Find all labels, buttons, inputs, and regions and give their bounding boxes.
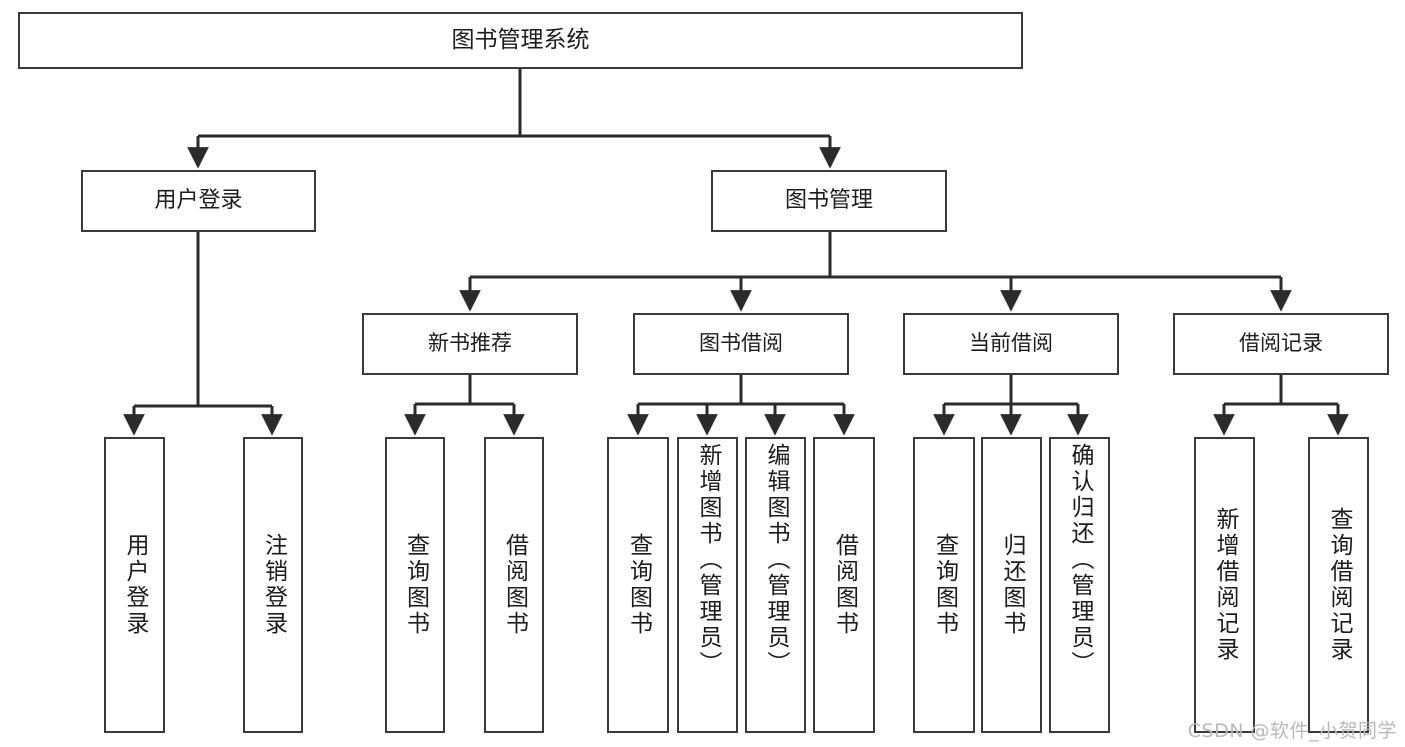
node-book-management-label: 图书管理 — [784, 187, 873, 213]
leaf-book-borrow-borrow[interactable]: 借阅图书 — [813, 437, 875, 733]
node-new-book-recommend[interactable]: 新书推荐 — [362, 313, 578, 375]
watermark-text: CSDN @软件_小贺同学 — [1187, 720, 1397, 742]
leaf-borrow-record-query-label: 查询借阅记录 — [1326, 507, 1352, 663]
leaf-book-borrow-edit[interactable]: 编辑图书（管理员） — [745, 437, 806, 733]
node-borrow-record-label: 借阅记录 — [1239, 331, 1323, 356]
leaf-borrow-record-add[interactable]: 新增借阅记录 — [1194, 437, 1255, 733]
node-user-login[interactable]: 用户登录 — [81, 170, 316, 232]
leaf-current-borrow-return[interactable]: 归还图书 — [981, 437, 1042, 733]
node-book-management[interactable]: 图书管理 — [711, 170, 947, 232]
node-new-book-recommend-label: 新书推荐 — [428, 331, 512, 356]
leaf-new-book-borrow[interactable]: 借阅图书 — [484, 437, 544, 733]
leaf-current-borrow-query[interactable]: 查询图书 — [913, 437, 975, 733]
leaf-book-borrow-add-label: 新增图书（管理员） — [695, 443, 721, 677]
leaf-book-borrow-borrow-label: 借阅图书 — [831, 533, 858, 637]
leaf-book-borrow-add[interactable]: 新增图书（管理员） — [677, 437, 738, 733]
leaf-book-borrow-edit-label: 编辑图书（管理员） — [763, 443, 789, 677]
leaf-user-login-login-label: 用户登录 — [122, 533, 148, 637]
leaf-current-borrow-return-label: 归还图书 — [999, 533, 1025, 637]
node-book-borrow-label: 图书借阅 — [699, 331, 783, 356]
leaf-book-borrow-query-label: 查询图书 — [625, 533, 652, 637]
node-book-borrow[interactable]: 图书借阅 — [633, 313, 849, 375]
leaf-new-book-query-label: 查询图书 — [402, 533, 429, 637]
leaf-user-login-logout[interactable]: 注销登录 — [243, 437, 303, 733]
node-user-login-label: 用户登录 — [154, 187, 243, 213]
node-current-borrow-label: 当前借阅 — [969, 331, 1053, 356]
leaf-user-login-login[interactable]: 用户登录 — [104, 437, 165, 733]
leaf-borrow-record-query[interactable]: 查询借阅记录 — [1308, 437, 1369, 733]
node-borrow-record[interactable]: 借阅记录 — [1173, 313, 1389, 375]
node-root-label: 图书管理系统 — [451, 26, 590, 53]
leaf-current-borrow-confirm-label: 确认归还（管理员） — [1067, 443, 1093, 677]
leaf-current-borrow-confirm[interactable]: 确认归还（管理员） — [1049, 437, 1110, 733]
leaf-current-borrow-query-label: 查询图书 — [931, 533, 958, 637]
leaf-user-login-logout-label: 注销登录 — [260, 533, 287, 637]
node-current-borrow[interactable]: 当前借阅 — [903, 313, 1119, 375]
leaf-book-borrow-query[interactable]: 查询图书 — [607, 437, 669, 733]
leaf-borrow-record-add-label: 新增借阅记录 — [1212, 507, 1238, 663]
node-root[interactable]: 图书管理系统 — [18, 12, 1023, 69]
leaf-new-book-query[interactable]: 查询图书 — [385, 437, 445, 733]
leaf-new-book-borrow-label: 借阅图书 — [501, 533, 528, 637]
